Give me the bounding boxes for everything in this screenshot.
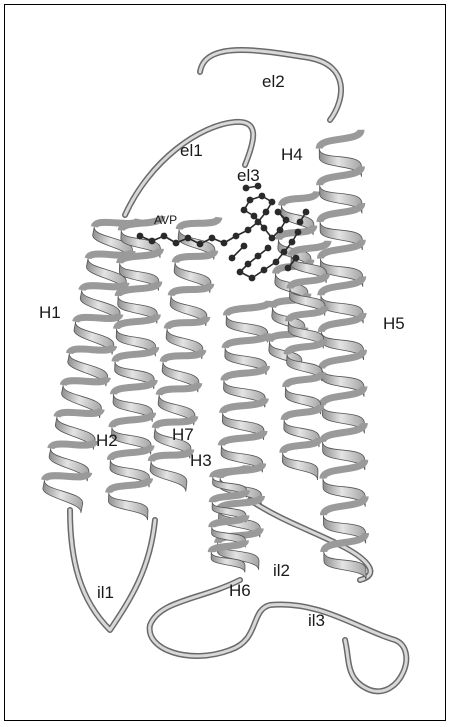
label-h1: H1 (39, 304, 61, 321)
helix-h5 (319, 130, 366, 581)
loop-el1 (125, 122, 253, 215)
helix-h5b (282, 239, 328, 480)
helix-h3 (217, 299, 269, 570)
label-il1: il1 (97, 584, 114, 601)
loop-il3 (150, 580, 407, 691)
label-avp: AVP (154, 214, 177, 226)
label-h2: H2 (96, 432, 118, 449)
label-il2: il2 (273, 562, 290, 579)
label-el1: el1 (180, 142, 203, 159)
label-il3: il3 (308, 612, 325, 629)
label-h7: H7 (172, 426, 194, 443)
label-el2: el2 (262, 73, 285, 90)
label-el3: el3 (237, 167, 260, 184)
label-h6: H6 (229, 582, 251, 599)
label-h3: H3 (190, 452, 212, 469)
label-h5: H5 (383, 315, 405, 332)
label-h4: H4 (281, 146, 303, 163)
